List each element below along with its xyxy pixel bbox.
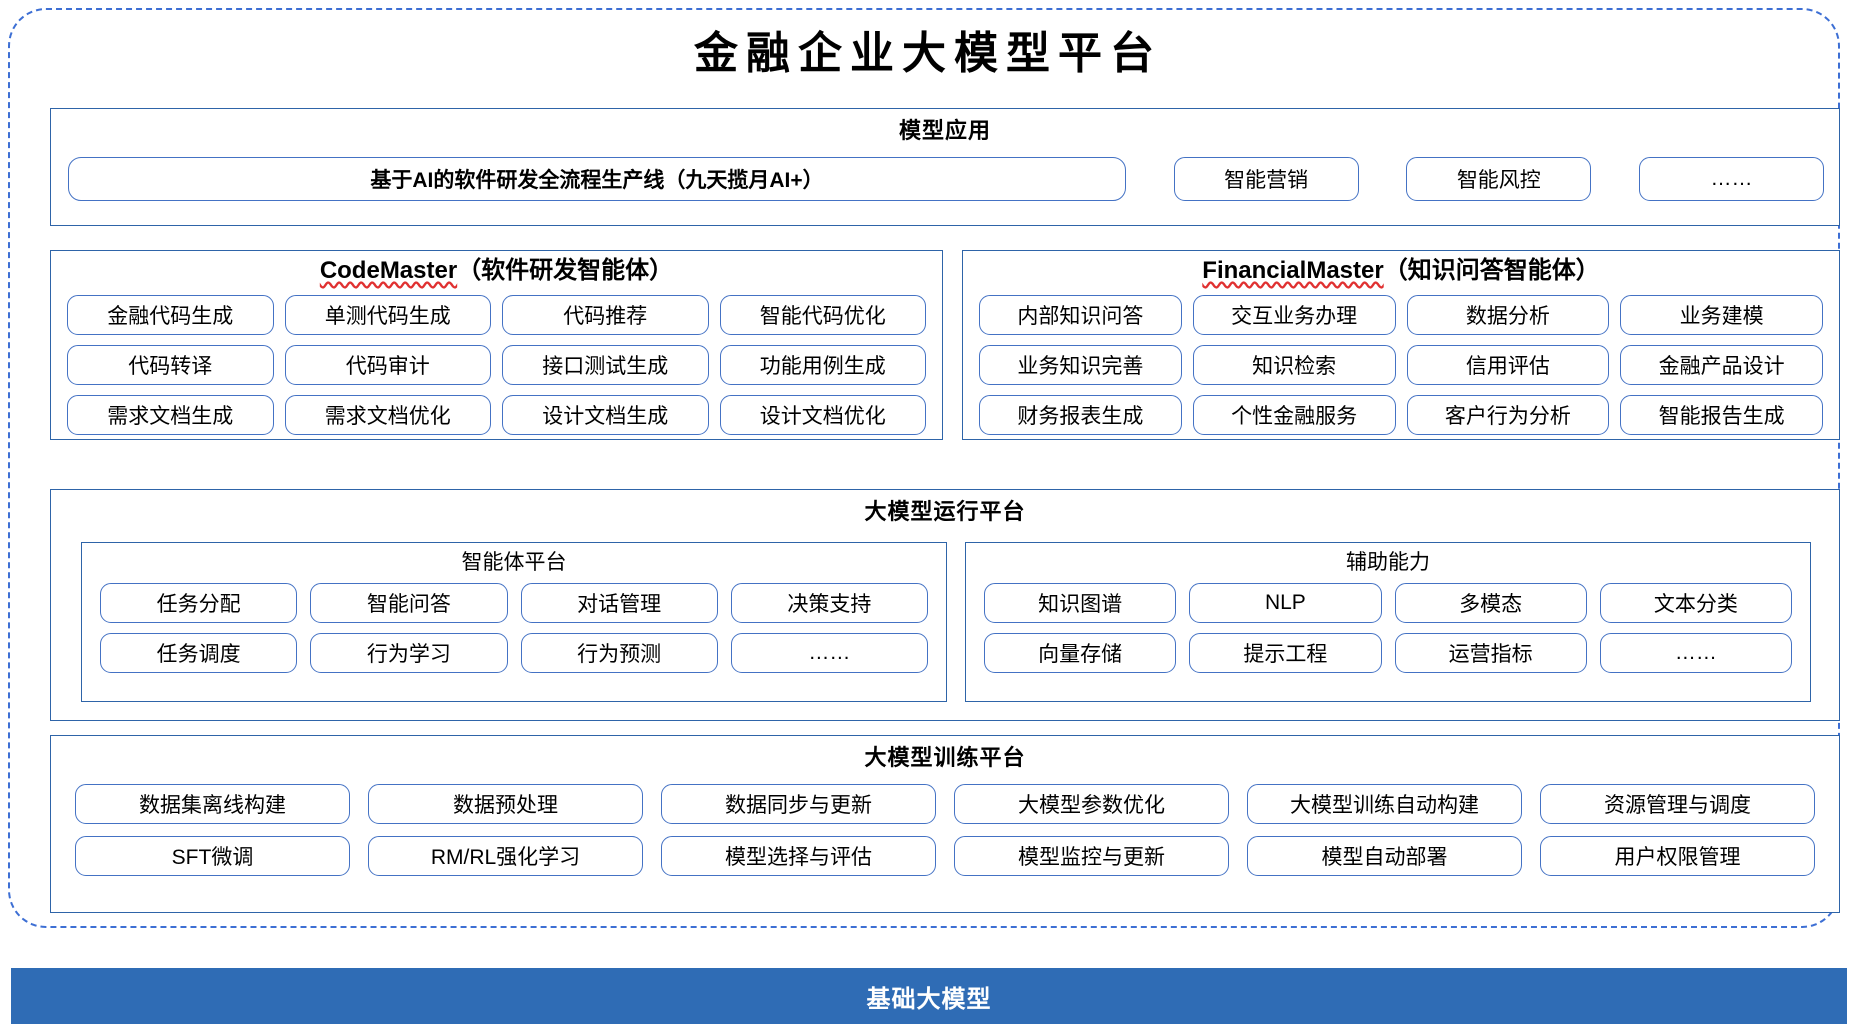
capability-chip[interactable]: ……: [730, 633, 928, 673]
base-model-bar: 基础大模型: [11, 968, 1847, 1024]
codemaster-agent-panel: CodeMaster（软件研发智能体） 金融代码生成 单测代码生成 代码推荐 智…: [50, 250, 943, 440]
page-title: 金融企业大模型平台: [694, 28, 1162, 79]
application-layer-panel: 模型应用 基于AI的软件研发全流程生产线（九天揽月AI+） 智能营销 智能风控 …: [50, 108, 1840, 226]
codemaster-capability-grid: 金融代码生成 单测代码生成 代码推荐 智能代码优化 代码转译 代码审计 接口测试…: [67, 295, 926, 435]
capability-chip[interactable]: 智能问答: [310, 583, 508, 623]
capability-chip[interactable]: 用户权限管理: [1540, 836, 1815, 876]
capability-chip[interactable]: 信用评估: [1406, 345, 1610, 385]
capability-chip[interactable]: 多模态: [1394, 583, 1587, 623]
financialmaster-agent-panel: FinancialMaster（知识问答智能体） 内部知识问答 交互业务办理 数…: [962, 250, 1840, 440]
capability-chip[interactable]: 接口测试生成: [502, 345, 709, 385]
capability-chip[interactable]: 决策支持: [730, 583, 928, 623]
runtime-layer-panel: 大模型运行平台 智能体平台 任务分配 智能问答 对话管理 决策支持 任务调度 行…: [50, 489, 1840, 721]
capability-chip[interactable]: NLP: [1189, 583, 1382, 623]
capability-chip[interactable]: 业务知识完善: [979, 345, 1182, 385]
capability-chip[interactable]: 大模型训练自动构建: [1247, 784, 1522, 824]
capability-chip[interactable]: 文本分类: [1599, 583, 1792, 623]
capability-chip[interactable]: 知识图谱: [984, 583, 1177, 623]
capability-chip[interactable]: 交互业务办理: [1192, 295, 1396, 335]
capability-chip[interactable]: 个性金融服务: [1192, 395, 1396, 435]
capability-chip[interactable]: 数据预处理: [368, 784, 643, 824]
capability-chip[interactable]: 单测代码生成: [284, 295, 491, 335]
capability-chip[interactable]: 行为预测: [520, 633, 718, 673]
capability-chip[interactable]: 资源管理与调度: [1540, 784, 1815, 824]
capability-chip[interactable]: 功能用例生成: [719, 345, 926, 385]
application-banner-box[interactable]: 基于AI的软件研发全流程生产线（九天揽月AI+）: [68, 157, 1126, 201]
outer-dashed-frame: [8, 8, 1840, 928]
capability-chip[interactable]: 金融代码生成: [67, 295, 274, 335]
capability-chip[interactable]: 数据同步与更新: [661, 784, 936, 824]
capability-chip[interactable]: 对话管理: [520, 583, 718, 623]
capability-chip[interactable]: 提示工程: [1189, 633, 1382, 673]
application-item-risk[interactable]: 智能风控: [1406, 157, 1592, 201]
capability-chip[interactable]: 代码转译: [67, 345, 274, 385]
capability-chip[interactable]: 业务建模: [1620, 295, 1823, 335]
capability-chip[interactable]: ……: [1599, 633, 1792, 673]
auxiliary-capability-title: 辅助能力: [1346, 551, 1430, 574]
capability-chip[interactable]: 设计文档优化: [719, 395, 926, 435]
capability-chip[interactable]: 模型监控与更新: [954, 836, 1229, 876]
capability-chip[interactable]: 代码推荐: [502, 295, 709, 335]
application-layer-title: 模型应用: [898, 118, 991, 143]
capability-chip[interactable]: 任务调度: [100, 633, 298, 673]
auxiliary-capability-panel: 辅助能力 知识图谱 NLP 多模态 文本分类 向量存储 提示工程 运营指标 ……: [965, 542, 1811, 702]
capability-chip[interactable]: 需求文档优化: [284, 395, 491, 435]
capability-chip[interactable]: 模型自动部署: [1247, 836, 1522, 876]
capability-chip[interactable]: 向量存储: [984, 633, 1177, 673]
capability-chip[interactable]: 客户行为分析: [1406, 395, 1610, 435]
auxiliary-row-2: 向量存储 提示工程 运营指标 ……: [984, 633, 1792, 673]
capability-chip[interactable]: 内部知识问答: [979, 295, 1182, 335]
codemaster-row-1: 金融代码生成 单测代码生成 代码推荐 智能代码优化: [67, 295, 926, 335]
agent-platform-row-2: 任务调度 行为学习 行为预测 ……: [100, 633, 928, 673]
training-layer-panel: 大模型训练平台 数据集离线构建 数据预处理 数据同步与更新 大模型参数优化 大模…: [50, 735, 1840, 913]
codemaster-row-2: 代码转译 代码审计 接口测试生成 功能用例生成: [67, 345, 926, 385]
capability-chip[interactable]: 金融产品设计: [1620, 345, 1823, 385]
capability-chip[interactable]: 运营指标: [1394, 633, 1587, 673]
application-item-marketing[interactable]: 智能营销: [1173, 157, 1359, 201]
agent-platform-title: 智能体平台: [461, 551, 567, 574]
capability-chip[interactable]: 模型选择与评估: [661, 836, 936, 876]
capability-chip[interactable]: 行为学习: [310, 633, 508, 673]
financialmaster-name-cn: （知识问答智能体）: [1383, 257, 1600, 284]
training-layer-title: 大模型训练平台: [864, 745, 1026, 770]
runtime-layer-title: 大模型运行平台: [864, 499, 1026, 524]
auxiliary-capability-grid: 知识图谱 NLP 多模态 文本分类 向量存储 提示工程 运营指标 ……: [984, 583, 1792, 673]
capability-chip[interactable]: 代码审计: [284, 345, 491, 385]
capability-chip[interactable]: 大模型参数优化: [954, 784, 1229, 824]
capability-chip[interactable]: 任务分配: [100, 583, 298, 623]
financialmaster-agent-title: FinancialMaster（知识问答智能体）: [963, 255, 1839, 287]
agent-platform-grid: 任务分配 智能问答 对话管理 决策支持 任务调度 行为学习 行为预测 ……: [100, 583, 928, 673]
capability-chip[interactable]: 需求文档生成: [67, 395, 274, 435]
capability-chip[interactable]: 设计文档生成: [502, 395, 709, 435]
capability-chip[interactable]: SFT微调: [75, 836, 350, 876]
codemaster-name-cn: （软件研发智能体）: [457, 257, 674, 284]
financialmaster-row-2: 业务知识完善 知识检索 信用评估 金融产品设计: [979, 345, 1823, 385]
capability-chip[interactable]: 知识检索: [1192, 345, 1396, 385]
capability-chip[interactable]: 智能报告生成: [1620, 395, 1823, 435]
financialmaster-capability-grid: 内部知识问答 交互业务办理 数据分析 业务建模 业务知识完善 知识检索 信用评估…: [979, 295, 1823, 435]
capability-chip[interactable]: 数据集离线构建: [75, 784, 350, 824]
application-item-more[interactable]: ……: [1638, 157, 1824, 201]
capability-chip[interactable]: 财务报表生成: [979, 395, 1182, 435]
codemaster-agent-title: CodeMaster（软件研发智能体）: [51, 255, 942, 287]
base-model-label: 基础大模型: [866, 985, 992, 1013]
codemaster-row-3: 需求文档生成 需求文档优化 设计文档生成 设计文档优化: [67, 395, 926, 435]
capability-chip[interactable]: 智能代码优化: [719, 295, 926, 335]
capability-chip[interactable]: 数据分析: [1406, 295, 1610, 335]
agent-platform-row-1: 任务分配 智能问答 对话管理 决策支持: [100, 583, 928, 623]
training-row-1: 数据集离线构建 数据预处理 数据同步与更新 大模型参数优化 大模型训练自动构建 …: [75, 784, 1815, 824]
auxiliary-row-1: 知识图谱 NLP 多模态 文本分类: [984, 583, 1792, 623]
application-items-row: 基于AI的软件研发全流程生产线（九天揽月AI+） 智能营销 智能风控 ……: [68, 157, 1824, 201]
training-capability-grid: 数据集离线构建 数据预处理 数据同步与更新 大模型参数优化 大模型训练自动构建 …: [75, 784, 1815, 876]
capability-chip[interactable]: RM/RL强化学习: [368, 836, 643, 876]
codemaster-name-latin: CodeMaster: [319, 257, 458, 284]
training-row-2: SFT微调 RM/RL强化学习 模型选择与评估 模型监控与更新 模型自动部署 用…: [75, 836, 1815, 876]
agent-platform-panel: 智能体平台 任务分配 智能问答 对话管理 决策支持 任务调度 行为学习 行为预测…: [81, 542, 947, 702]
financialmaster-name-latin: FinancialMaster: [1202, 257, 1384, 284]
financialmaster-row-3: 财务报表生成 个性金融服务 客户行为分析 智能报告生成: [979, 395, 1823, 435]
financialmaster-row-1: 内部知识问答 交互业务办理 数据分析 业务建模: [979, 295, 1823, 335]
